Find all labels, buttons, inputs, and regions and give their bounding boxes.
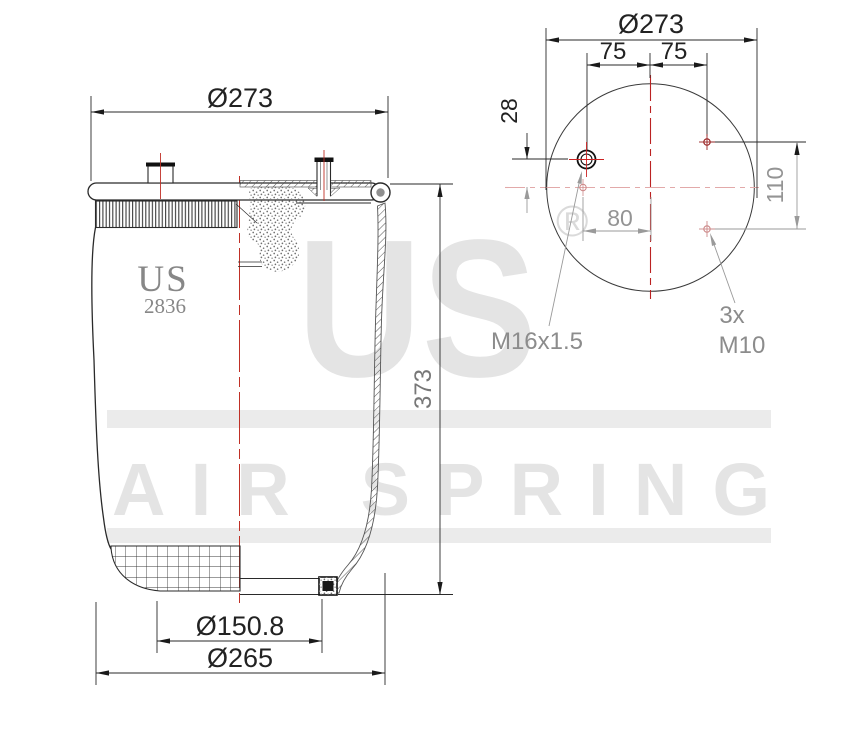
watermark-registered-icon: ® — [556, 197, 588, 246]
m10-stud-hole-top-right — [699, 134, 715, 150]
arrowhead — [694, 62, 707, 68]
m10-stud-hole-left — [579, 179, 587, 196]
dim-stud-vertical-spacing-label: 110 — [762, 167, 788, 204]
label-air-fitting-thread: M16x1.5 — [491, 328, 583, 355]
rubber-bellows-section — [247, 186, 306, 272]
arrowhead — [437, 184, 443, 197]
plate-rolled-bead-core — [376, 188, 385, 197]
leader-arrowhead — [577, 171, 582, 184]
watermark-brand: US — [297, 199, 537, 418]
dim-side-height — [338, 183, 453, 595]
bag-model-marking: 2836 — [144, 294, 186, 318]
dim-side-height-label: 373 — [410, 369, 437, 409]
arrowhead — [637, 62, 650, 68]
arrowhead — [96, 670, 109, 676]
dim-top-diameter — [545, 28, 758, 198]
bottom-stud-core — [322, 581, 334, 591]
dim-port-horizontal-label: 80 — [607, 205, 633, 231]
arrowhead — [375, 109, 388, 115]
m10-stud-hole-bottom-right — [699, 221, 715, 237]
watermark-bar-top — [107, 410, 771, 428]
top-plate-section-hatch — [239, 180, 372, 188]
arrowhead — [583, 228, 596, 234]
dim-stud-spacing-left-label: 75 — [600, 38, 627, 65]
arrowhead — [372, 670, 385, 676]
m16-leader-line — [548, 173, 582, 327]
arrowhead — [794, 216, 800, 229]
dim-side-bottom-inner-label: Ø150.8 — [196, 611, 285, 641]
leader-arrowhead — [710, 233, 717, 246]
arrowhead — [309, 638, 322, 644]
stud-base-wedge — [307, 187, 318, 198]
arrowhead — [437, 582, 443, 595]
arrowhead — [546, 37, 559, 43]
side-view: US 2836 Ø273 373 Ø150.8 — [87, 83, 453, 685]
bag-brand-marking: US — [137, 259, 188, 300]
arrowhead — [157, 638, 170, 644]
dim-top-diameter-label: Ø273 — [618, 9, 684, 39]
watermark-name: AIR SPRING — [112, 448, 770, 531]
stud-base-wedge — [330, 187, 341, 198]
arrowhead — [794, 142, 800, 155]
m16-air-fitting-hole — [569, 142, 604, 177]
arrowhead — [524, 187, 530, 199]
arrowhead — [650, 62, 663, 68]
arrowhead — [638, 228, 651, 234]
watermark: US ® AIR SPRING — [107, 197, 771, 543]
label-stud-thread: M10 — [719, 332, 766, 359]
bead-crimp-band — [94, 200, 238, 229]
bottom-plate-grid — [110, 545, 241, 592]
dim-side-bottom-outer — [95, 573, 386, 685]
dim-stud-spacing-right-label: 75 — [661, 38, 688, 65]
arrowhead — [91, 109, 104, 115]
arrowhead — [744, 37, 757, 43]
dim-port-offset-label: 28 — [496, 98, 522, 124]
arrowhead — [524, 147, 530, 159]
label-stud-count: 3x — [719, 302, 744, 329]
arrowhead — [587, 62, 600, 68]
bag-left-wall — [91, 227, 112, 550]
top-view: Ø273 75 75 28 110 — [491, 9, 806, 359]
inner-contour-line — [235, 203, 258, 224]
dim-side-bottom-inner — [156, 599, 323, 653]
dim-stud-spacing — [586, 53, 708, 150]
dim-side-top-diameter — [90, 96, 389, 181]
watermark-bar-bottom — [107, 528, 771, 543]
m10-leader-line — [710, 235, 736, 304]
dim-side-top-diameter-label: Ø273 — [207, 83, 273, 113]
dim-side-bottom-outer-label: Ø265 — [207, 643, 273, 673]
